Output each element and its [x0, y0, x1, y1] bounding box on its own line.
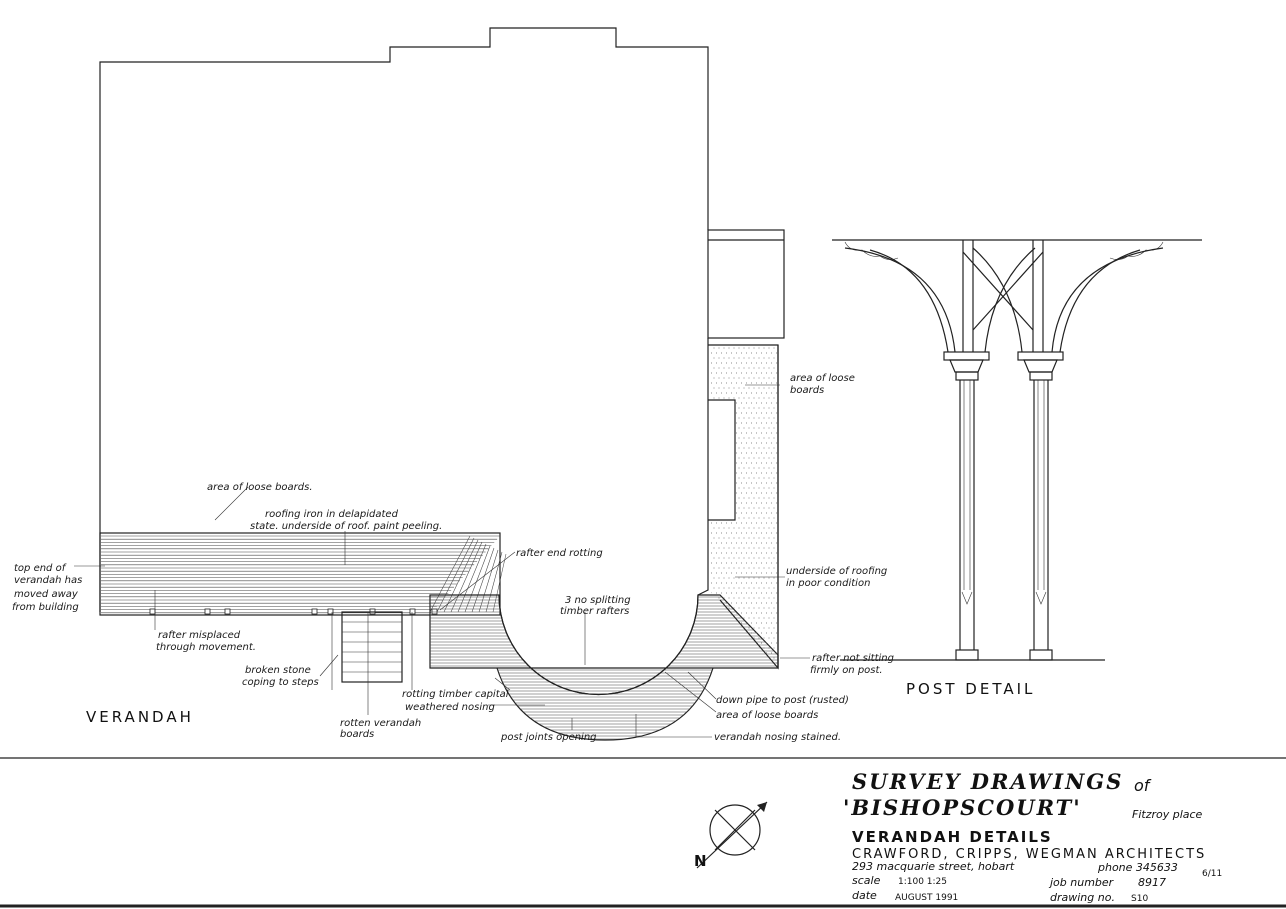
note-rafter-misplaced-2: through movement.	[156, 642, 256, 653]
note-top-end-4: from building	[12, 602, 79, 613]
note-top-end-3: moved away	[14, 589, 79, 600]
note-rafter-not-sitting-1: rafter not sitting	[812, 653, 894, 664]
note-rafter-not-sitting-2: firmly on post.	[810, 665, 883, 676]
verandah-heading: VERANDAH	[86, 708, 194, 726]
note-nosing-stained: verandah nosing stained.	[714, 732, 841, 743]
note-top-end-2: verandah has	[14, 575, 82, 586]
north-arrow-icon: N	[694, 801, 768, 870]
title-bishopscourt: 'BISHOPSCOURT'	[843, 795, 1082, 820]
title-scale-value: 1:100 1:25	[898, 877, 947, 887]
note-loose-boards-right-2: boards	[790, 385, 824, 396]
note-weathered-nosing: weathered nosing	[405, 702, 495, 713]
note-splitting-1: 3 no splitting	[565, 595, 631, 606]
title-phone: phone 345633	[1097, 861, 1178, 874]
title-sheet-number: 6/11	[1202, 869, 1222, 879]
title-block: SURVEY DRAWINGS of 'BISHOPSCOURT' Fitzro…	[843, 769, 1222, 904]
note-loose-boards-right-1: area of loose	[790, 373, 855, 384]
north-label: N	[694, 852, 709, 870]
title-architects: CRAWFORD, CRIPPS, WEGMAN ARCHITECTS	[852, 847, 1206, 862]
post-detail-drawing	[832, 239, 1202, 661]
title-job-label: job number	[1048, 876, 1115, 889]
verandah-steps	[331, 611, 413, 690]
building-outline	[99, 27, 785, 612]
title-verandah-details: VERANDAH DETAILS	[852, 828, 1053, 846]
title-location: Fitzroy place	[1132, 808, 1203, 821]
title-job-value: 8917	[1138, 876, 1166, 889]
note-broken-stone-2: coping to steps	[242, 677, 319, 688]
title-scale-label: scale	[852, 874, 881, 887]
note-loose-boards-left: area of loose boards.	[207, 482, 313, 493]
note-loose-boards-bottom: area of loose boards	[716, 710, 818, 721]
note-underside-roofing-2: in poor condition	[786, 578, 870, 589]
note-underside-roofing-1: underside of roofing	[786, 566, 887, 577]
note-splitting-2: timber rafters	[560, 606, 629, 617]
note-rafter-end-rotting: rafter end rotting	[516, 548, 603, 559]
note-broken-stone-1: broken stone	[245, 665, 311, 676]
title-of: of	[1134, 776, 1152, 795]
post-detail-heading: POST DETAIL	[906, 680, 1035, 698]
title-address: 293 macquarie street, hobart	[852, 860, 1015, 873]
note-down-pipe: down pipe to post (rusted)	[716, 695, 849, 706]
title-survey-drawings: SURVEY DRAWINGS	[852, 769, 1123, 794]
note-rotten-boards-1: rotten verandah	[340, 718, 421, 729]
leader-lines	[74, 384, 810, 738]
note-post-joints: post joints opening	[500, 732, 597, 743]
post-right	[962, 240, 1164, 661]
note-rotting-capital: rotting timber capital	[402, 689, 509, 700]
note-roofing-iron-1: roofing iron in delapidated	[265, 509, 399, 520]
title-date-label: date	[852, 889, 877, 902]
title-drawing-label: drawing no.	[1050, 891, 1115, 904]
note-top-end-1: top end of	[14, 563, 67, 574]
left-verandah-deck	[99, 532, 507, 616]
note-rafter-misplaced-1: rafter misplaced	[158, 630, 241, 641]
title-drawing-value: S10	[1131, 894, 1148, 904]
title-date-value: AUGUST 1991	[895, 893, 958, 903]
annotations: area of loose boards. roofing iron in de…	[12, 373, 894, 743]
note-rotten-boards-2: boards	[340, 729, 374, 740]
post-left	[844, 240, 1036, 661]
note-roofing-iron-2: state. underside of roof. paint peeling.	[250, 521, 442, 532]
